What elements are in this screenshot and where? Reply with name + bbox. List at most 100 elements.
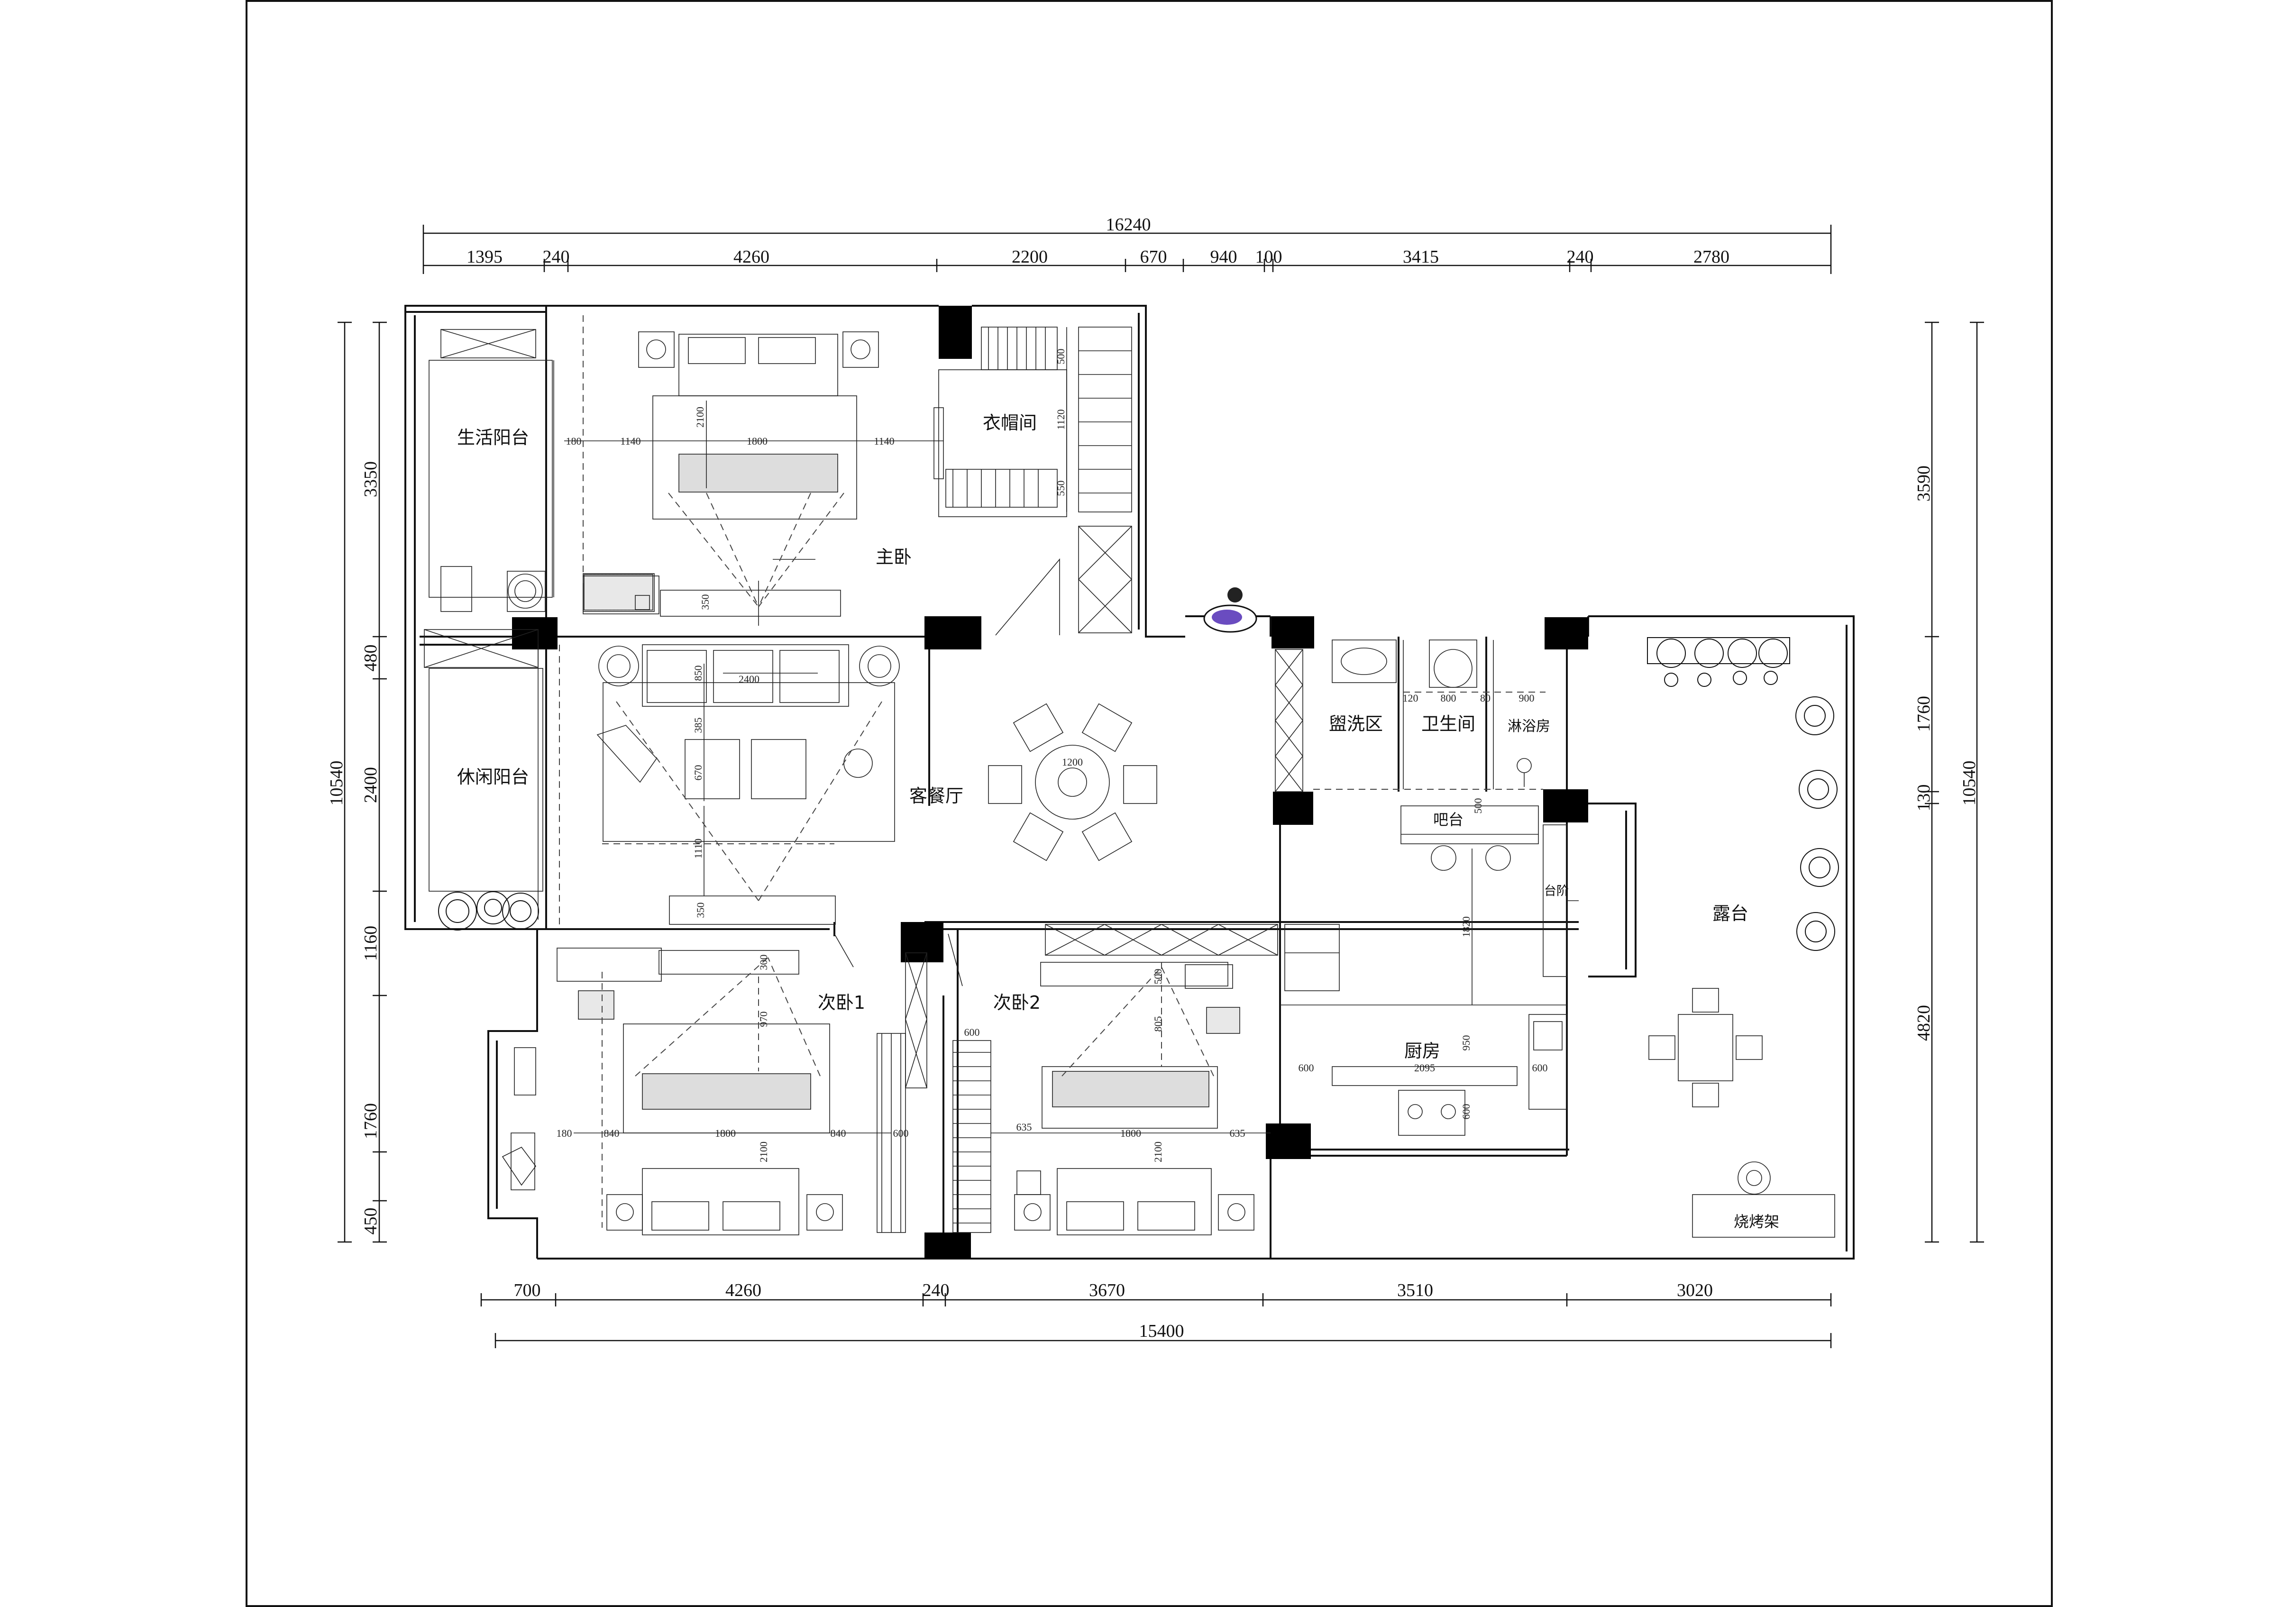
bar-counter — [1400, 805, 1539, 871]
second-bedroom-2-label: 次卧2 — [993, 992, 1041, 1013]
dim-label: 3670 — [1089, 1280, 1125, 1300]
dim-label: 80 — [1480, 692, 1491, 704]
dim-label: 1800 — [747, 435, 768, 447]
dim-label: 1120 — [1055, 409, 1067, 429]
dim-label: 2400 — [361, 767, 381, 803]
walls — [404, 305, 1855, 1260]
leisure-balcony — [424, 629, 543, 920]
column — [939, 306, 972, 359]
dim-label: 970 — [758, 1012, 769, 1027]
bathroom-dash — [1313, 692, 1546, 790]
dim-label: 350 — [699, 594, 711, 610]
dim-label: 950 — [1460, 1035, 1472, 1051]
left-segment-labels: 3350 480 2400 1160 1760 450 — [361, 461, 381, 1235]
dim-label: 805 — [1152, 1016, 1164, 1032]
dim-label: 700 — [514, 1280, 541, 1300]
terrace-label: 露台 — [1712, 903, 1748, 924]
shower-label: 淋浴房 — [1508, 718, 1550, 735]
bbq-rack-label: 烧烤架 — [1734, 1213, 1779, 1231]
master-bedroom-label: 主卧 — [876, 547, 912, 567]
balcony-plants — [438, 891, 539, 931]
dim-label: 670 — [692, 765, 704, 781]
dim-label: 1140 — [874, 435, 894, 447]
dim-label: 130 — [1914, 785, 1934, 812]
dim-label: 240 — [543, 247, 570, 267]
column — [1543, 789, 1588, 822]
master-bedroom-furniture — [583, 331, 879, 617]
right-dimensions — [1925, 321, 1984, 1243]
column — [1271, 616, 1314, 648]
bottom-total-dim: 15400 — [1139, 1321, 1184, 1341]
dim-label: 500 — [1055, 349, 1067, 365]
leisure-balcony-label: 休闲阳台 — [457, 767, 529, 787]
dim-label: 600 — [1532, 1062, 1548, 1074]
dim-label: 450 — [361, 1208, 381, 1235]
bbq-rack — [1692, 1161, 1835, 1238]
dim-label: 1160 — [361, 926, 381, 961]
column — [924, 616, 981, 649]
top-total-dim: 16240 — [1106, 215, 1151, 235]
dim-label: 635 — [1016, 1121, 1032, 1133]
dim-label: 3350 — [361, 461, 381, 497]
column — [1273, 792, 1313, 825]
dim-label: 1140 — [620, 435, 640, 447]
columns — [512, 306, 1588, 1259]
dim-label: 4820 — [1914, 1005, 1934, 1041]
bottom-segment-labels: 700 4260 240 3670 3510 3020 — [514, 1280, 1713, 1300]
dim-label: 2780 — [1693, 247, 1729, 267]
dim-label: 1760 — [1914, 696, 1934, 732]
dim-label: 1800 — [1120, 1127, 1141, 1139]
dim-label: 385 — [692, 718, 704, 733]
master-bedroom-dimlines — [564, 401, 943, 626]
bottom-dimensions — [480, 1293, 1832, 1348]
dim-label: 2400 — [739, 673, 759, 685]
bedroom2-furniture — [1014, 924, 1278, 1235]
bar-label: 吧台 — [1433, 811, 1464, 829]
living-balcony-label: 生活阳台 — [457, 427, 529, 448]
column — [1266, 1123, 1311, 1159]
dim-label: 670 — [1140, 247, 1167, 267]
dim-label: 1200 — [1062, 756, 1083, 768]
dim-label: 850 — [692, 666, 704, 681]
terrace-table — [1648, 988, 1763, 1107]
dim-label: 1110 — [692, 839, 704, 858]
dim-label: 240 — [1567, 247, 1594, 267]
bedroom1-furniture — [502, 948, 843, 1235]
right-total-dim: 10540 — [1959, 761, 1979, 806]
dim-label: 180 — [566, 435, 582, 447]
right-segment-labels: 3590 1760 130 4820 — [1914, 466, 1934, 1041]
dim-label: 350 — [695, 903, 706, 918]
dim-label: 2100 — [758, 1141, 769, 1162]
bedroom1-dash — [602, 957, 821, 1228]
terrace-planters — [1647, 637, 1839, 951]
wash-area-label: 盥洗区 — [1329, 713, 1383, 734]
dim-label: 1820 — [1460, 916, 1472, 937]
cloakroom-label: 衣帽间 — [983, 412, 1037, 433]
living-dining-label: 客餐厅 — [909, 785, 963, 806]
dim-label: 840 — [604, 1127, 620, 1139]
dim-label: 1760 — [361, 1103, 381, 1139]
second-bedroom-1-label: 次卧1 — [818, 992, 865, 1013]
dining-table — [988, 703, 1157, 861]
dim-label: 3020 — [1677, 1280, 1713, 1300]
column — [901, 922, 943, 962]
dim-label: 550 — [1055, 481, 1067, 496]
dim-label: 500 — [1152, 969, 1164, 985]
dim-label: 2200 — [1012, 247, 1048, 267]
dim-label: 2100 — [1152, 1141, 1164, 1162]
bedroom2-dash — [1061, 962, 1214, 1077]
dim-label: 2095 — [1414, 1062, 1435, 1074]
dim-label: 1395 — [467, 247, 503, 267]
column — [1545, 617, 1588, 649]
dim-label: 4260 — [725, 1280, 761, 1300]
dim-label: 3415 — [1403, 247, 1439, 267]
dim-label: 500 — [1472, 798, 1484, 814]
toilet-label: 卫生间 — [1421, 713, 1475, 734]
cloakroom-fixtures — [933, 327, 1132, 636]
steps-label: 台阶 — [1544, 884, 1569, 898]
dim-label: 3510 — [1397, 1280, 1433, 1300]
kitchen-label: 厨房 — [1404, 1041, 1440, 1061]
dim-label: 1800 — [715, 1127, 736, 1139]
bathroom-fixtures — [1275, 639, 1532, 792]
